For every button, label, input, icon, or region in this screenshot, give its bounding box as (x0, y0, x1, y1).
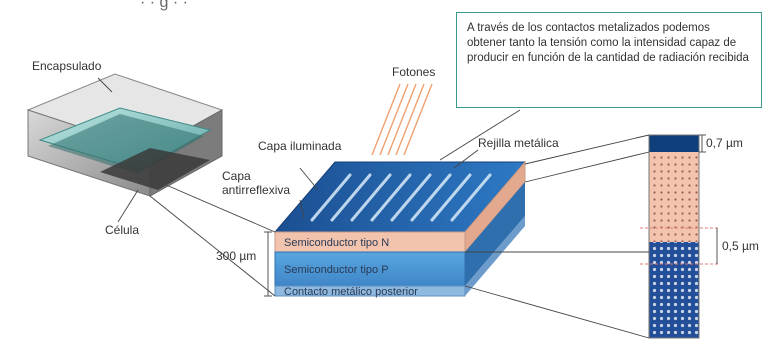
encapsulation-module (26, 73, 224, 197)
cropped-top-text: · · g · · (140, 0, 188, 11)
label-fotones: Fotones (392, 65, 435, 79)
label-semiconductor-p: Semiconductor tipo P (284, 264, 389, 276)
label-capa-antirreflexiva-1: Capa (222, 169, 251, 183)
label-celula: Célula (105, 223, 139, 237)
label-0-5um: 0,5 µm (722, 239, 759, 253)
explanation-note: A través de los contactos metalizados po… (456, 12, 762, 108)
label-capa-iluminada: Capa iluminada (258, 139, 342, 153)
metal-grid (310, 173, 492, 222)
photon-rays (371, 83, 433, 156)
layer-column (648, 134, 700, 339)
label-encapsulado: Encapsulado (32, 59, 102, 73)
thickness-bracket (264, 231, 272, 297)
label-semiconductor-n: Semiconductor tipo N (284, 237, 389, 249)
label-capa-antirreflexiva-2: antirreflexiva (222, 183, 290, 197)
label-contacto-posterior: Contacto metálico posterior (284, 286, 418, 298)
dimension-markers (640, 134, 720, 265)
leader-lines (97, 77, 650, 339)
label-300um: 300 µm (216, 249, 256, 263)
label-0-7um: 0,7 µm (706, 136, 743, 150)
label-rejilla-metalica: Rejilla metálica (478, 136, 559, 150)
cell-block (273, 160, 527, 297)
